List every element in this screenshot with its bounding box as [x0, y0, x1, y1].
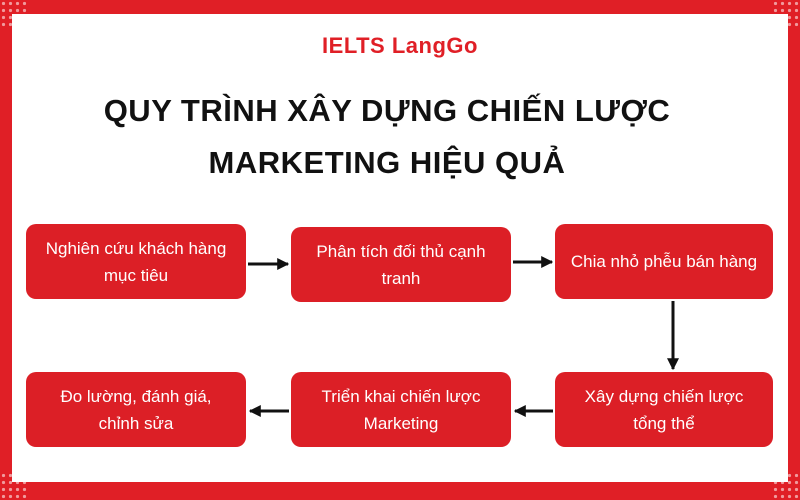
step-6-box: Đo lường, đánh giá, chỉnh sửa: [26, 372, 246, 447]
corner-dots-bottom-right: [772, 472, 800, 500]
step-4-box: Xây dựng chiến lược tổng thể: [555, 372, 773, 447]
step-2-box: Phân tích đối thủ cạnh tranh: [291, 227, 511, 302]
step-5-box: Triển khai chiến lược Marketing: [291, 372, 511, 447]
step-3-box: Chia nhỏ phễu bán hàng: [555, 224, 773, 299]
step-1-box: Nghiên cứu khách hàng mục tiêu: [26, 224, 246, 299]
brand-logo: IELTS LangGo: [322, 33, 478, 58]
corner-dots-top-right: [772, 0, 800, 28]
corner-dots-top-left: [0, 0, 28, 28]
page-title-line-1: QUY TRÌNH XÂY DỰNG CHIẾN LƯỢC: [103, 93, 671, 128]
corner-dots-bottom-left: [0, 472, 28, 500]
page-title-line-2: MARKETING HIỆU QUẢ: [208, 145, 566, 180]
